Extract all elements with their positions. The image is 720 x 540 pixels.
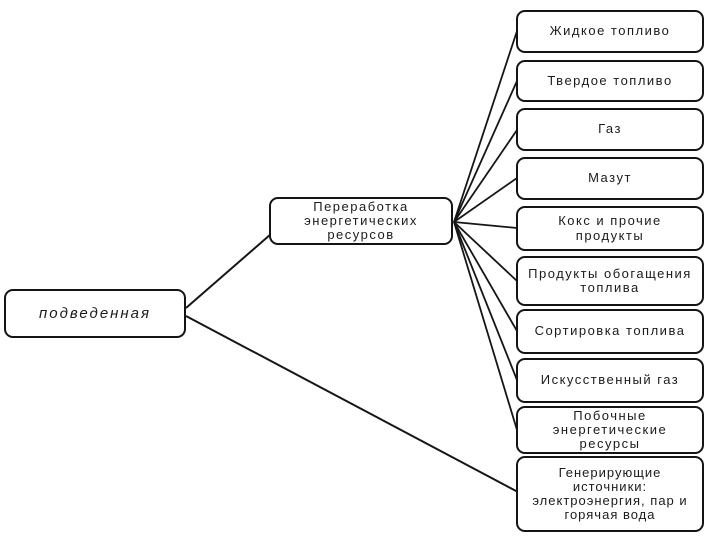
connector-root-leaf10 (185, 315, 519, 493)
node-leaf-sortirovka-topliva: Сортировка топлива (516, 309, 704, 354)
connector-hub-leaf4 (453, 177, 518, 223)
connector-root-hub (185, 233, 272, 309)
node-leaf-iskusstvennyi-gaz: Искусственный газ (516, 358, 704, 403)
node-root-label: подведенная (38, 304, 152, 322)
node-leaf-label: Генерирующие источники: электроэнергия, … (532, 465, 688, 522)
node-leaf-zhidkoe-toplivo: Жидкое топливо (516, 10, 704, 53)
connector-hub-leaf3 (453, 129, 518, 223)
node-hub-label: Переработка энергетических ресурсов (304, 198, 418, 243)
node-leaf-produkty-obogashcheniya-topliva: Продукты обогащения топлива (516, 256, 704, 306)
node-leaf-label: Жидкое топливо (549, 23, 671, 39)
node-leaf-pobochnye-energeticheskie-resursy: Побочные энергетические ресурсы (516, 406, 704, 454)
node-leaf-label: Искусственный газ (540, 372, 680, 388)
node-leaf-gaz: Газ (516, 108, 704, 151)
node-leaf-generiruyushchie-istochniki: Генерирующие источники: электроэнергия, … (516, 456, 704, 532)
node-leaf-label: Сортировка топлива (534, 323, 686, 339)
node-leaf-label: Твердое топливо (547, 72, 673, 88)
connector-hub-leaf5 (453, 221, 518, 229)
connector-hub-leaf2 (453, 80, 518, 223)
node-leaf-mazut: Мазут (516, 157, 704, 200)
node-leaf-label: Продукты обогащения топлива (528, 265, 692, 295)
connector-hub-leaf6 (453, 221, 518, 282)
node-leaf-label: Мазут (588, 170, 632, 186)
node-leaf-tverdoe-toplivo: Твердое топливо (516, 60, 704, 102)
connector-hub-leaf9 (453, 221, 518, 431)
node-leaf-label: Побочные энергетические ресурсы (552, 407, 668, 452)
connector-hub-leaf8 (453, 221, 518, 381)
node-leaf-koks-i-prochie-produkty: Кокс и прочие продукты (516, 206, 704, 251)
connector-hub-leaf1 (453, 30, 518, 223)
node-leaf-label: Газ (598, 121, 622, 137)
node-root-podvedennaya: подведенная (4, 289, 186, 338)
node-leaf-label: Кокс и прочие продукты (558, 212, 662, 243)
node-hub-pererabotka: Переработка энергетических ресурсов (269, 197, 453, 245)
connector-hub-leaf7 (453, 221, 518, 332)
